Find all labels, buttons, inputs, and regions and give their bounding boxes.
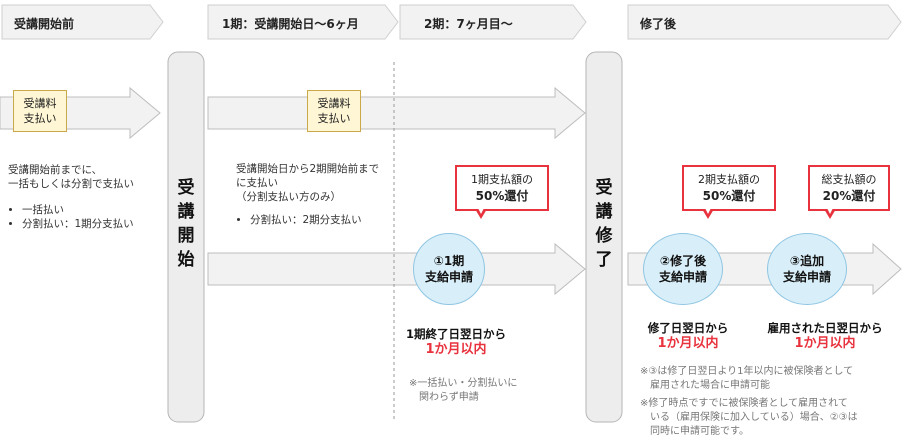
circle-apply-3-line1: ③追加 — [789, 254, 825, 268]
deadline-3-line1: 雇用された日翌日から — [767, 321, 883, 335]
payment-method-list: 一括払い 分割払い：1期分支払い — [8, 203, 166, 231]
payment-method-item: 一括払い — [22, 203, 166, 217]
pillar-end-char: 修 — [595, 226, 613, 246]
note-1-line: ※一括払い・分割払いに — [409, 378, 518, 389]
pillar-end-char: 講 — [595, 202, 613, 222]
note-1: ※一括払い・分割払いに 関わらず申請 — [409, 377, 569, 405]
note-3-line: いる（雇用保険に加入している）場合、②③は — [650, 412, 858, 423]
callout-tail — [475, 206, 487, 219]
deadline-1: 1期終了日翌日から 1か月以内 — [392, 326, 520, 358]
circle-apply-1: ①1期 支給申請 — [413, 233, 485, 305]
payment-desc-before-line: 一括もしくは分割で支払い — [8, 178, 134, 190]
deadline-3: 雇用された日翌日から 1か月以内 — [750, 320, 900, 352]
pay-box-before-line2: 支払い — [23, 112, 57, 125]
pillar-start-char: 受 — [177, 178, 195, 198]
pillar-end-char: 了 — [595, 250, 613, 270]
callout-refund-3: 総支払額の 20%還付 — [808, 165, 890, 219]
pillar-start-char: 開 — [177, 226, 195, 246]
deadline-2-line1: 修了日翌日から — [647, 321, 729, 335]
phase-chevron-p2 — [399, 4, 587, 40]
circle-apply-3-line2: 支給申請 — [782, 270, 831, 284]
note-3-line: 同時に申請可能です。 — [650, 426, 749, 437]
callout-refund-2-line1: 2期支払額の — [698, 173, 760, 186]
payment-desc-period-line: （分割支払い方のみ） — [236, 191, 341, 203]
payment-desc-period-line: に支払い — [236, 177, 278, 189]
payment-desc-before-line: 受講開始前までに、 — [8, 164, 103, 176]
callout-refund-1-line2: 50%還付 — [475, 189, 529, 203]
pay-box-before-line1: 受講料 — [23, 97, 57, 110]
phase-chevron-before — [1, 4, 164, 40]
phase-chevron-p1 — [207, 4, 399, 40]
circle-apply-3: ③追加 支給申請 — [767, 233, 847, 305]
pillar-end-label: 受 講 修 了 — [593, 176, 615, 272]
circle-apply-2-line2: 支給申請 — [658, 270, 707, 284]
payment-period-item: 分割払い：2期分支払い — [250, 213, 396, 227]
pay-box-period-line1: 受講料 — [317, 97, 351, 110]
arrow-apply-period — [207, 242, 586, 296]
deadline-2-line2: 1か月以内 — [657, 336, 719, 351]
circle-apply-1-line1: ①1期 — [433, 254, 465, 268]
phase-label-p1: 1期：受講開始日〜6ヶ月 — [222, 17, 359, 31]
callout-refund-2: 2期支払額の 50%還付 — [682, 165, 776, 219]
note-3: ※修了時点ですでに被保険者として雇用されて いる（雇用保険に加入している）場合、… — [640, 397, 902, 439]
circle-apply-1-line2: 支給申請 — [424, 270, 473, 284]
payment-period-list: 分割払い：2期分支払い — [236, 213, 396, 227]
deadline-1-line1: 1期終了日翌日から — [405, 327, 506, 341]
deadline-1-line2: 1か月以内 — [425, 342, 487, 357]
callout-refund-3-line2: 20%還付 — [822, 189, 876, 203]
note-2: ※③は修了日翌日より1年以内に被保険者として 雇用された場合に申請可能 — [640, 365, 902, 393]
callout-refund-3-line1: 総支払額の — [821, 173, 877, 186]
payment-desc-period-line: 受講開始日から2期開始前まで — [236, 163, 380, 175]
payment-desc-before: 受講開始前までに、 一括もしくは分割で支払い 一括払い 分割払い：1期分支払い — [8, 163, 166, 231]
note-2-line: 雇用された場合に申請可能 — [650, 380, 770, 391]
phase-label-before: 受講開始前 — [14, 17, 75, 31]
note-3-line: ※修了時点ですでに被保険者として雇用されて — [640, 398, 848, 409]
pay-box-period: 受講料 支払い — [307, 90, 361, 132]
circle-apply-2-line1: ②修了後 — [659, 254, 707, 268]
circle-apply-2: ②修了後 支給申請 — [643, 233, 723, 305]
pillar-end-char: 受 — [595, 178, 613, 198]
note-1-line: 関わらず申請 — [419, 392, 479, 403]
payment-method-item: 分割払い：1期分支払い — [22, 217, 166, 231]
pay-box-before: 受講料 支払い — [13, 90, 67, 132]
arrow-pay-period — [207, 86, 586, 140]
deadline-3-line2: 1か月以内 — [794, 336, 856, 351]
pillar-start-label: 受 講 開 始 — [175, 176, 197, 272]
pillar-start-char: 講 — [177, 202, 195, 222]
pay-box-period-line2: 支払い — [317, 112, 351, 125]
pillar-start-char: 始 — [177, 250, 195, 270]
callout-tail — [702, 206, 714, 219]
deadline-2: 修了日翌日から 1か月以内 — [630, 320, 746, 352]
phase-label-p2: 2期：7ヶ月目〜 — [424, 17, 513, 31]
callout-refund-1-line1: 1期支払額の — [471, 173, 533, 186]
phase-label-after: 修了後 — [640, 17, 677, 31]
payment-desc-period: 受講開始日から2期開始前まで に支払い （分割支払い方のみ） 分割払い：2期分支… — [236, 162, 396, 227]
pillar-end-shape — [585, 51, 623, 423]
callout-refund-2-line2: 50%還付 — [702, 189, 756, 203]
callout-tail — [824, 206, 836, 219]
note-2-line: ※③は修了日翌日より1年以内に被保険者として — [640, 366, 854, 377]
pillar-start-shape — [167, 51, 205, 423]
callout-refund-1: 1期支払額の 50%還付 — [455, 165, 549, 219]
phase-chevron-after — [627, 4, 902, 40]
